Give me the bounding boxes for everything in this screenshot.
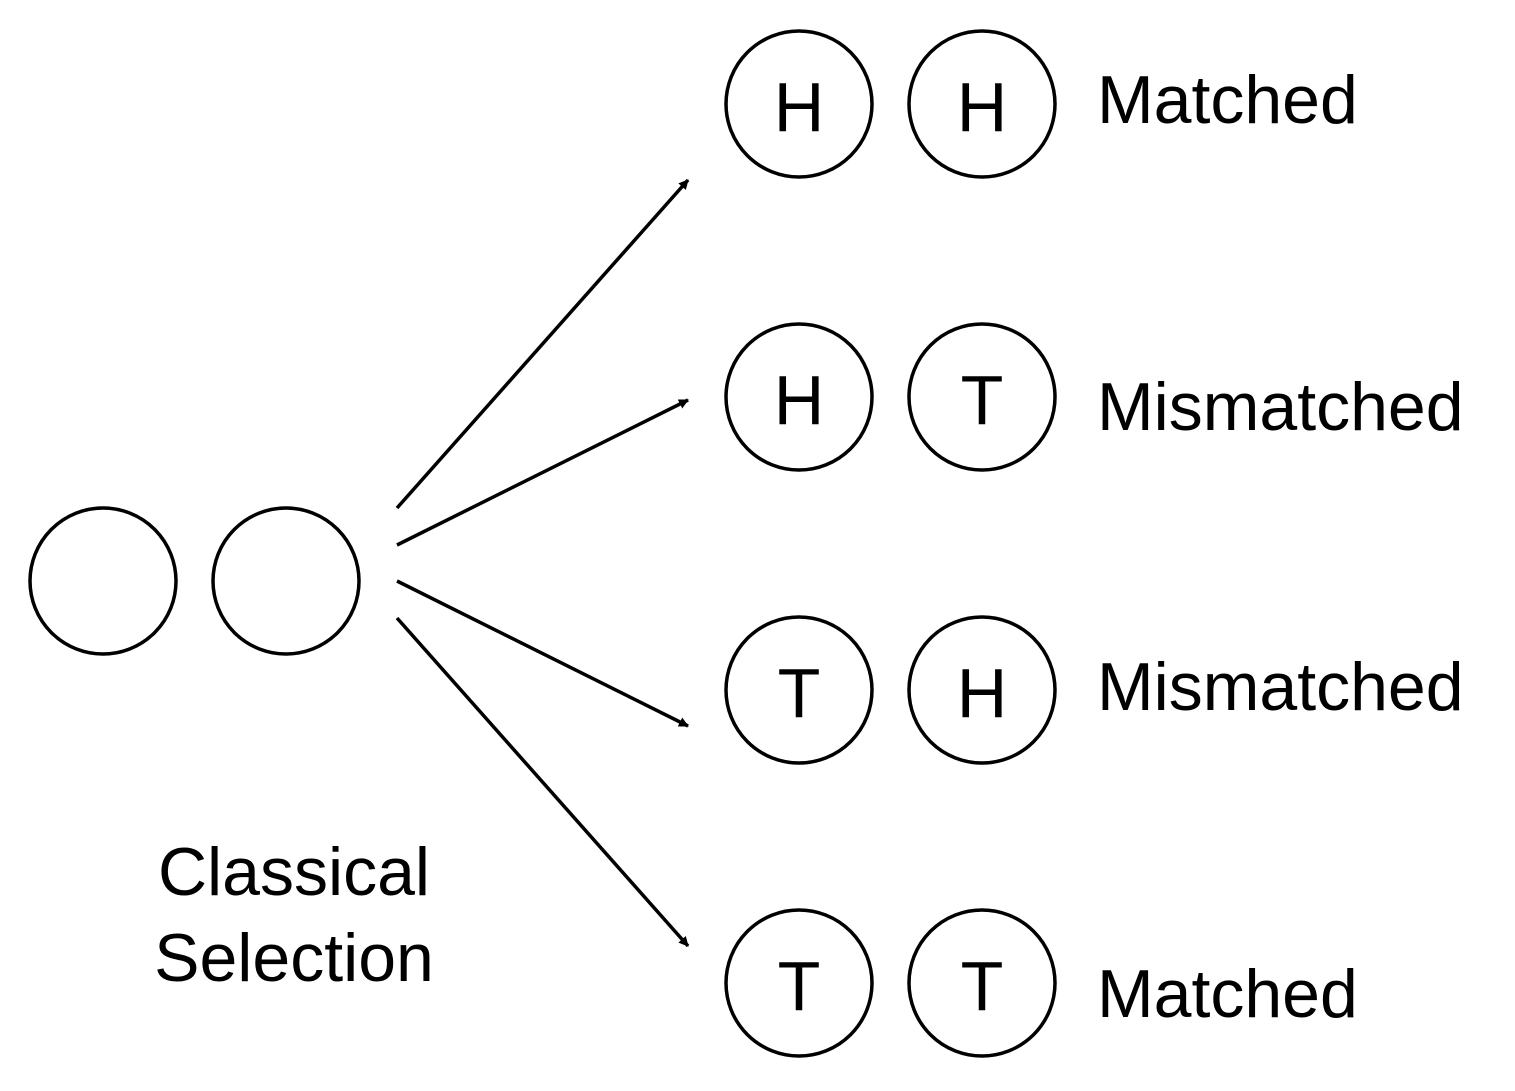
outcome-label: Mismatched	[1097, 369, 1464, 445]
branch-arrows	[395, 178, 690, 948]
arrow-to-outcome-2	[396, 398, 689, 547]
outcome-coin-left-letter: H	[774, 361, 825, 439]
outcome-row: T H Mismatched	[724, 615, 1464, 765]
outcome-coin-left	[724, 908, 874, 1058]
caption-line-1: Classical	[158, 834, 430, 910]
outcome-coin-left-letter: H	[774, 68, 825, 146]
outcome-coin-right-letter: H	[957, 654, 1008, 732]
outcome-coin-left-letter: T	[778, 654, 821, 732]
outcome-coin-left-letter: T	[778, 947, 821, 1025]
initial-coin-right	[211, 506, 361, 656]
outcome-coin-left	[724, 615, 874, 765]
outcome-label: Matched	[1097, 956, 1358, 1032]
arrow-to-outcome-3	[396, 579, 689, 728]
arrow-to-outcome-1	[395, 178, 690, 510]
initial-coin-left	[28, 506, 178, 656]
outcome-coin-right-letter: T	[961, 947, 1004, 1025]
outcome-row: H H Matched	[724, 29, 1358, 179]
outcome-row: T T Matched	[724, 908, 1358, 1058]
initial-coin-pair	[28, 506, 361, 656]
outcome-row: H T Mismatched	[724, 322, 1464, 472]
outcome-coin-left	[724, 29, 874, 179]
outcome-coin-right	[907, 322, 1057, 472]
outcome-coin-left	[724, 322, 874, 472]
outcome-coin-right-letter: T	[961, 361, 1004, 439]
caption-line-2: Selection	[154, 920, 434, 996]
outcome-coin-right-letter: H	[957, 68, 1008, 146]
arrow-to-outcome-4	[395, 616, 690, 948]
outcome-label: Mismatched	[1097, 649, 1464, 725]
outcome-coin-right	[907, 615, 1057, 765]
outcome-label: Matched	[1097, 62, 1358, 138]
outcome-coin-right	[907, 908, 1057, 1058]
outcome-coin-right	[907, 29, 1057, 179]
caption: Classical Selection	[154, 834, 434, 996]
